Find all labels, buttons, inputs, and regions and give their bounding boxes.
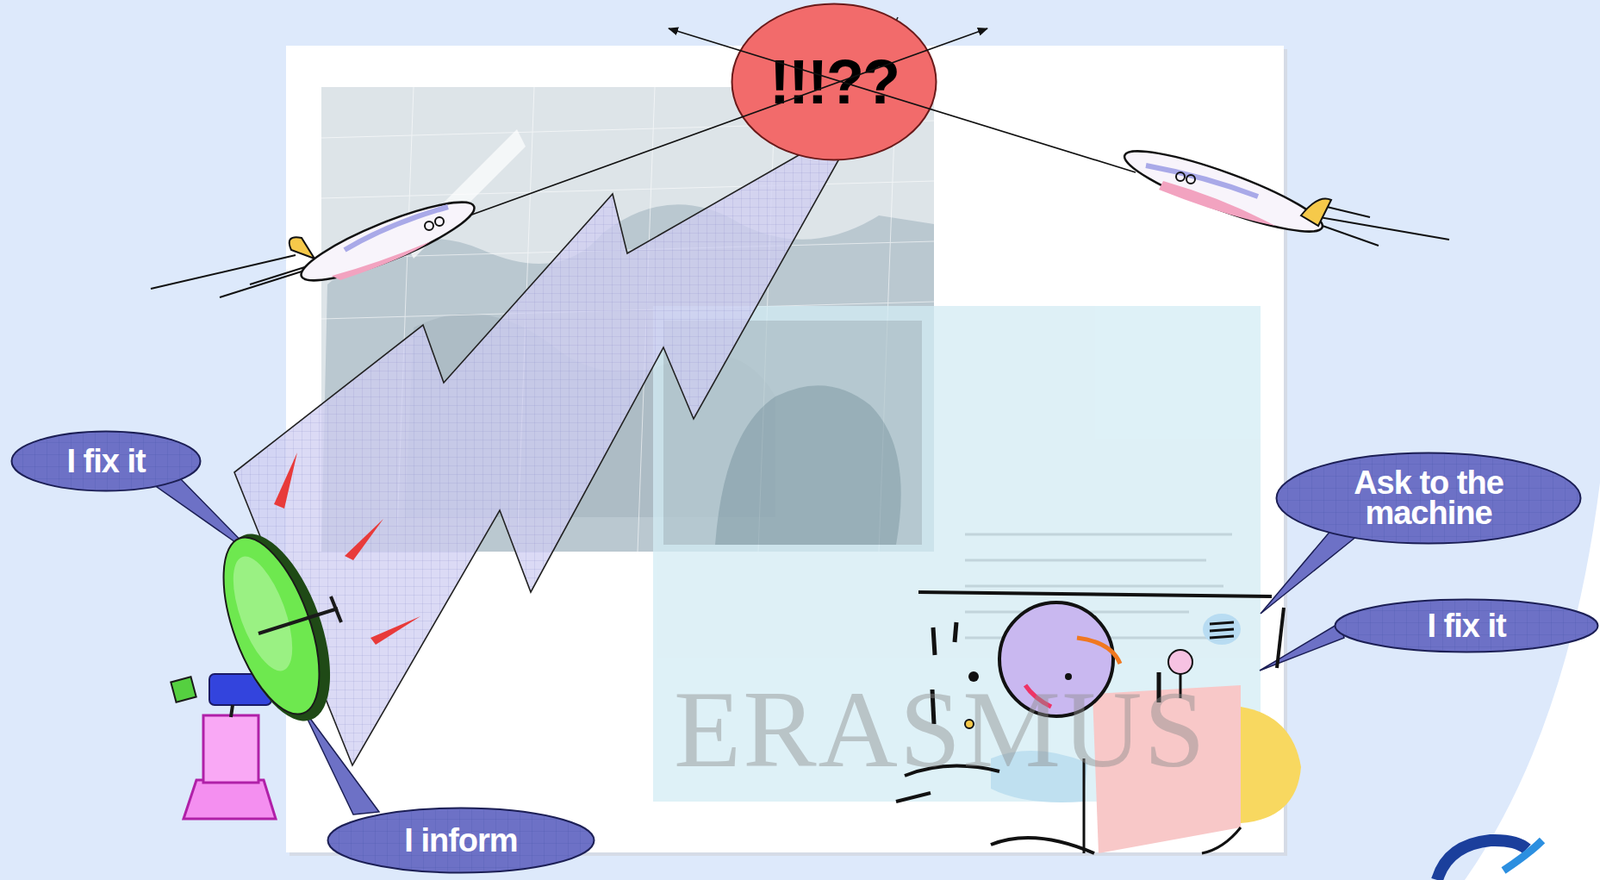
node-text-column: I inform — [336, 825, 586, 856]
node-text-column: !!!?? — [734, 46, 934, 118]
node-text-area: !!!?? — [730, 2, 938, 162]
bubble-text: I fix it — [1345, 610, 1588, 642]
node-text-area: I inform — [326, 806, 596, 874]
bubble-text: Ask to the machine — [1320, 467, 1537, 529]
watermark: ERASMUS — [673, 673, 1208, 785]
alarm-text: !!!?? — [734, 46, 934, 118]
node-text-area: Ask to the machine — [1275, 451, 1582, 545]
node-text-area: I fix it — [1333, 597, 1600, 654]
speech-bubble: I inform — [326, 806, 596, 874]
speech-bubble: I fix it — [10, 429, 202, 492]
speech-bubble: I fix it — [1333, 597, 1600, 654]
left-airplane — [150, 188, 481, 298]
bubble-text: I fix it — [19, 446, 193, 477]
flight-path-line — [469, 28, 988, 216]
faded-photo-image — [653, 305, 1261, 802]
alarm-ellipse: !!!?? — [730, 2, 938, 162]
node-text-column: I fix it — [1345, 610, 1588, 642]
radar-dish — [170, 520, 352, 819]
flight-path-line — [668, 28, 1136, 173]
node-text-column: Ask to the machine — [1320, 467, 1537, 529]
bubble-text: I inform — [336, 825, 586, 856]
node-text-area: I fix it — [10, 429, 202, 492]
node-text-column: I fix it — [19, 446, 193, 477]
bubble-tails — [150, 479, 1358, 815]
right-airplane — [1118, 137, 1450, 246]
speech-bubble: Ask to the machine — [1275, 451, 1582, 545]
